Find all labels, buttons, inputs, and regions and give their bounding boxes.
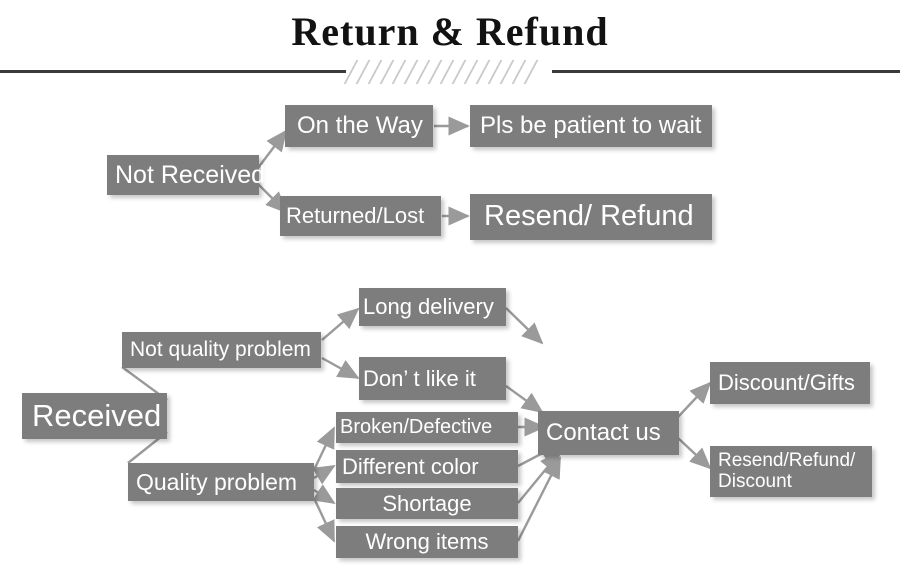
- node-not-quality-problem[interactable]: Not quality problem: [122, 332, 321, 368]
- node-not-received[interactable]: Not Received: [107, 155, 265, 195]
- node-long-delivery[interactable]: Long delivery: [359, 288, 506, 326]
- node-resend-refund-discount[interactable]: Resend/Refund/ Discount: [710, 446, 872, 497]
- node-returned-lost[interactable]: Returned/Lost: [280, 196, 441, 236]
- diagonal-hatch-divider-icon: [343, 60, 548, 84]
- page-title: Return & Refund: [291, 9, 609, 54]
- node-discount-gifts[interactable]: Discount/Gifts: [710, 362, 870, 404]
- divider-line-left: [0, 70, 346, 73]
- node-pls-be-patient-to-wait[interactable]: Pls be patient to wait: [470, 105, 712, 147]
- node-quality-problem[interactable]: Quality problem: [128, 463, 314, 501]
- node-shortage[interactable]: Shortage: [336, 488, 518, 519]
- node-broken-defective[interactable]: Broken/Defective: [336, 412, 518, 443]
- node-received[interactable]: Received: [22, 393, 167, 439]
- node-different-color[interactable]: Different color: [336, 450, 518, 483]
- node-contact-us[interactable]: Contact us: [538, 411, 679, 455]
- node-dont-like-it[interactable]: Don’ t like it: [359, 357, 506, 400]
- node-on-the-way[interactable]: On the Way: [285, 105, 433, 147]
- divider-line-right: [552, 70, 900, 73]
- node-wrong-items[interactable]: Wrong items: [336, 526, 518, 558]
- node-resend-refund[interactable]: Resend/ Refund: [470, 194, 712, 240]
